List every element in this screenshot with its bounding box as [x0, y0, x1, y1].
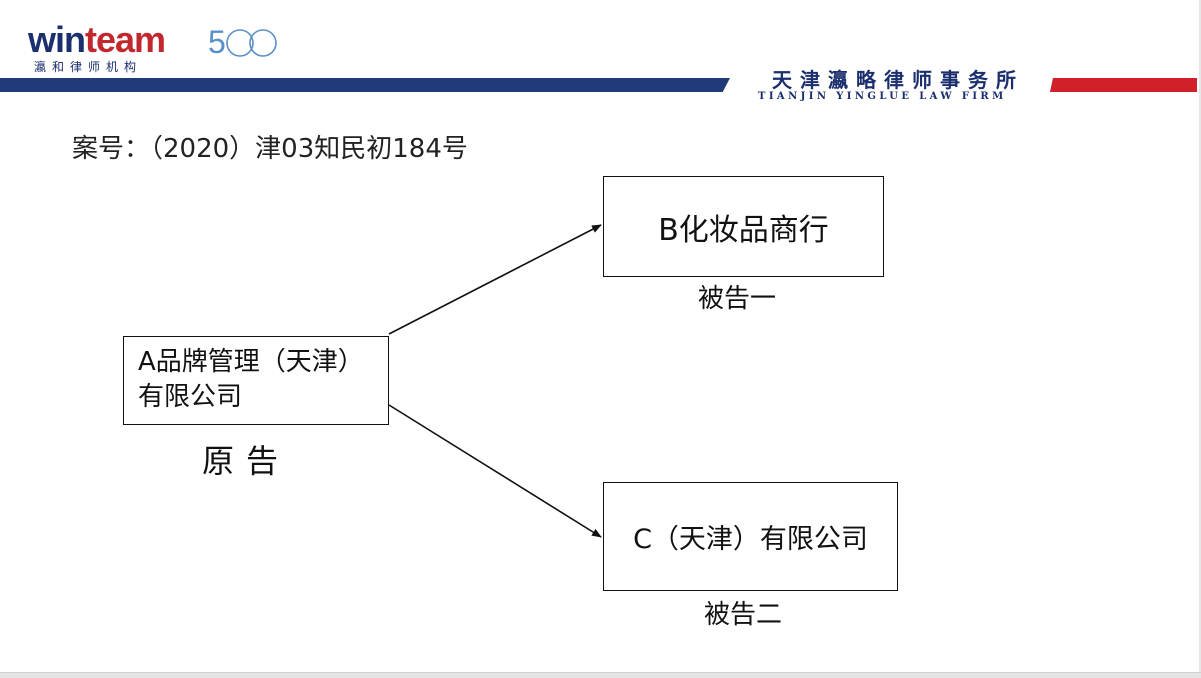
defendant-1-role-label: 被告一 [698, 284, 777, 314]
defendant-1-name: B化妆品商行 [658, 212, 829, 248]
winteam-logo: winteam 5 瀛和律师机构 [28, 20, 298, 80]
defendant-2-box: C（天津）有限公司 [603, 482, 898, 591]
arrow-to-defendant-1 [388, 224, 602, 335]
plaintiff-name-line1: A品牌管理（天津） [138, 347, 364, 377]
logo-subtitle: 瀛和律师机构 [34, 60, 143, 74]
firm-name-cn: 天津瀛略律师事务所 [772, 68, 1024, 92]
logo-team-text: team [85, 19, 166, 60]
plaintiff-box: A品牌管理（天津） 有限公司 [123, 336, 389, 425]
plaintiff-role-label: 原告 [202, 442, 291, 480]
defendant-2-name: C（天津）有限公司 [633, 524, 868, 555]
defendant-1-box: B化妆品商行 [603, 176, 884, 277]
arrow-to-defendant-2 [388, 404, 602, 538]
logo-rings-icon [226, 29, 277, 57]
frame-bottom-edge [0, 672, 1201, 678]
plaintiff-name-line2: 有限公司 [138, 382, 243, 412]
logo-wordmark: winteam [28, 19, 166, 60]
header-bar-blue [0, 78, 730, 92]
logo-win-text: win [28, 19, 86, 60]
header-bar-red [1050, 78, 1197, 92]
defendant-2-role-label: 被告二 [704, 600, 783, 630]
frame-right-edge [1199, 0, 1201, 677]
logo-number: 5 [208, 24, 226, 60]
case-number: 案号：（2020）津03知民初184号 [72, 134, 468, 164]
firm-name-en: TIANJIN YINGLUE LAW FIRM [758, 91, 1007, 102]
